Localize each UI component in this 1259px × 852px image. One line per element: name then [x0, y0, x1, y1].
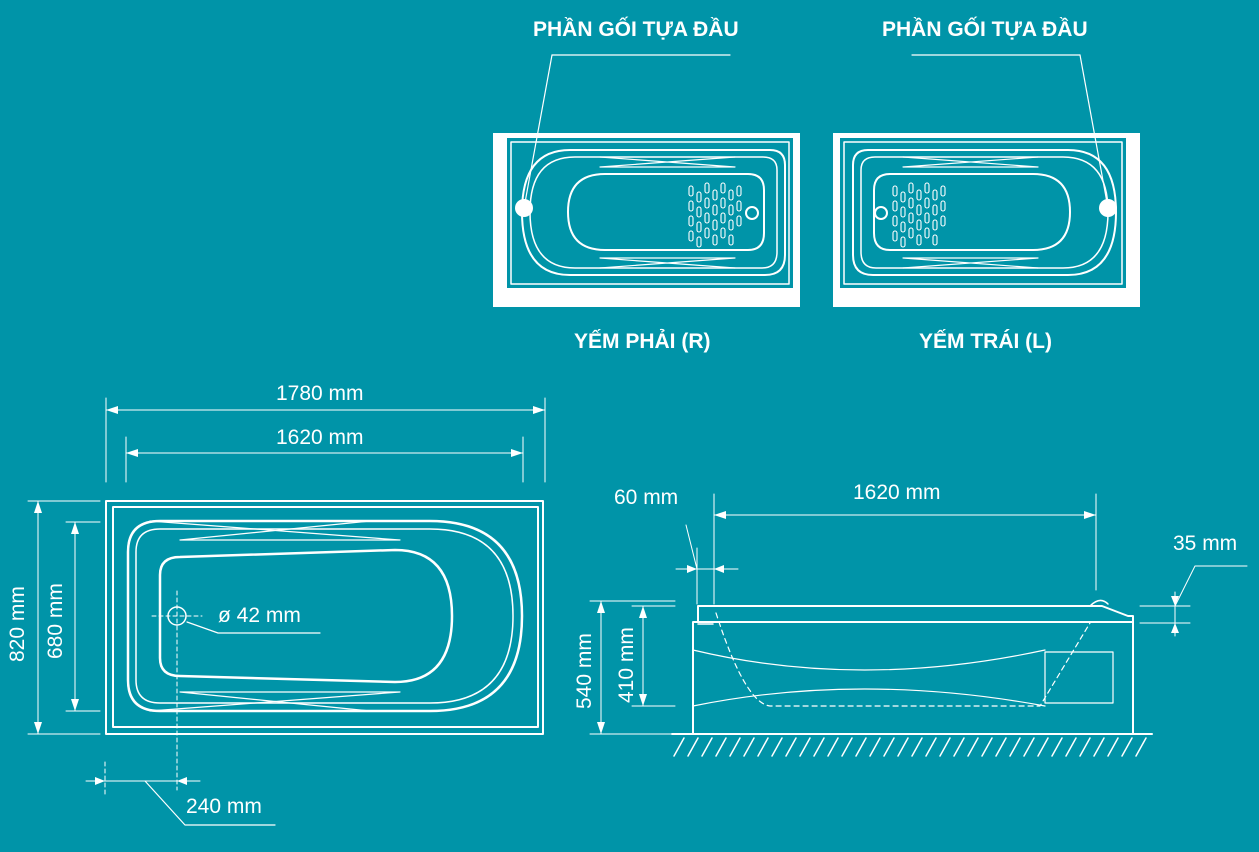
dim-side-inner-length: 1620 mm	[853, 481, 941, 504]
top-view-right	[493, 54, 800, 307]
caption-right-apron: YẾM PHẢI (R)	[574, 330, 711, 353]
side-view	[589, 493, 1248, 757]
headrest-label-right: PHẦN GỐI TỰA ĐẦU	[533, 18, 739, 41]
headrest-label-left: PHẦN GỐI TỰA ĐẦU	[882, 18, 1088, 41]
dim-inner-depth: 410 mm	[615, 627, 638, 703]
dim-overall-height: 540 mm	[573, 633, 596, 709]
caption-left-apron: YẾM TRÁI (L)	[919, 330, 1052, 353]
dim-overall-width: 820 mm	[6, 586, 29, 662]
plan-view	[27, 397, 546, 826]
dim-rim-offset: 60 mm	[614, 486, 679, 509]
dim-rim-thickness: 35 mm	[1173, 532, 1238, 555]
dim-inner-width: 680 mm	[44, 583, 67, 659]
dim-drain-offset: 240 mm	[186, 795, 262, 818]
dim-overall-length: 1780 mm	[276, 382, 364, 405]
dim-inner-length: 1620 mm	[276, 426, 364, 449]
top-view-left	[833, 54, 1140, 307]
dim-drain-diameter: ø 42 mm	[218, 604, 301, 627]
